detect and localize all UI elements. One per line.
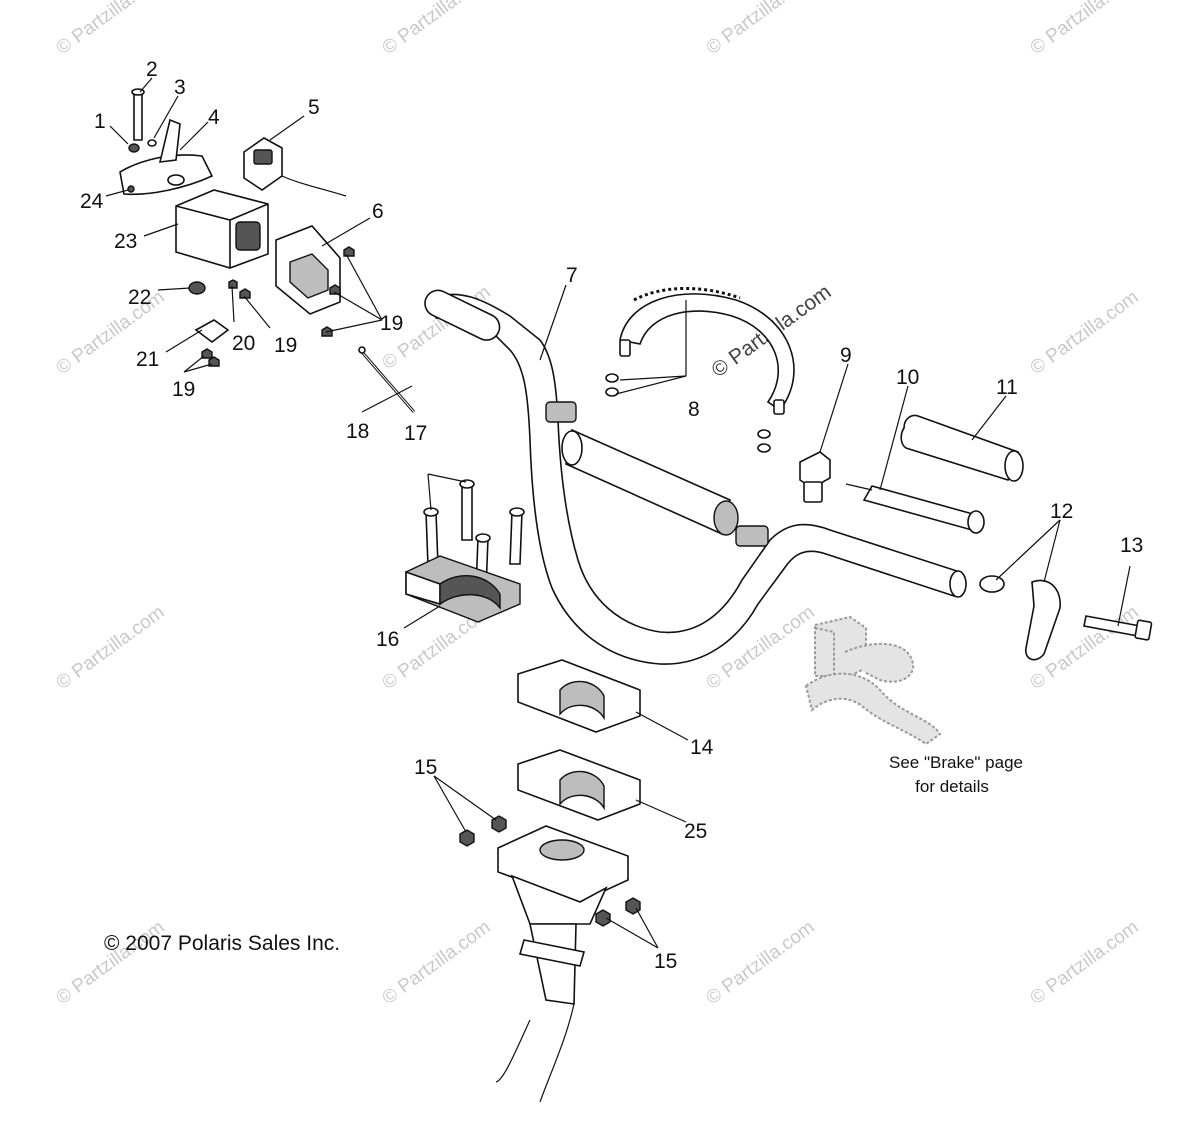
callout-7: 7 [566,264,578,287]
callout-24: 24 [80,190,104,213]
callout-20: 20 [232,332,255,355]
watermark: © Partzilla.com [53,0,169,59]
callout-17: 17 [404,422,427,445]
callout-10: 10 [896,366,919,389]
callout-19-mid: 19 [274,334,297,357]
callout-14: 14 [690,736,714,759]
watermark: © Partzilla.com [379,917,495,1009]
watermark: © Partzilla.com [379,0,495,59]
callout-2: 2 [146,58,158,81]
callout-25: 25 [684,820,707,843]
callout-8: 8 [688,398,700,421]
callout-21: 21 [136,348,159,371]
leader-lines [105,77,1131,949]
callout-19-left: 19 [172,378,195,401]
watermark: © Partzilla.com [703,0,819,59]
callout-11: 11 [996,376,1018,399]
callout-5: 5 [308,96,320,119]
callout-6: 6 [372,200,384,223]
brake-ghost-illustration [804,615,942,746]
watermark: © Partzilla.com [703,917,819,1009]
handlebar [424,289,967,665]
callout-labels: 1 2 3 4 5 6 7 8 9 10 11 12 13 14 15 15 1… [80,58,1143,973]
callout-22: 22 [128,286,151,309]
callout-3: 3 [174,76,186,99]
watermark: © Partzilla.com [53,917,169,1009]
callout-23: 23 [114,230,137,253]
callout-13: 13 [1120,534,1143,557]
callout-15-top: 15 [414,756,437,779]
copyright-notice: © 2007 Polaris Sales Inc. [104,932,340,955]
callout-9: 9 [840,344,852,367]
brake-note: See "Brake" page for details [889,753,1023,796]
brake-note-line-2: for details [915,777,989,796]
callout-4: 4 [208,106,220,129]
watermark: © Partzilla.com [1027,917,1143,1009]
callout-12: 12 [1050,500,1073,523]
clamp-and-stem-parts [405,479,641,1103]
callout-15-bottom: 15 [654,950,677,973]
watermark: © Partzilla.com [1027,287,1143,379]
brake-note-line-1: See "Brake" page [889,753,1023,772]
watermark: © Partzilla.com [1027,0,1143,59]
watermark: © Partzilla.com [53,602,169,694]
callout-1: 1 [94,110,106,133]
callout-18: 18 [346,420,369,443]
callout-19-right: 19 [380,312,403,335]
switch-cluster-parts [119,88,416,413]
right-side-parts [605,286,1153,661]
callout-16: 16 [376,628,399,651]
